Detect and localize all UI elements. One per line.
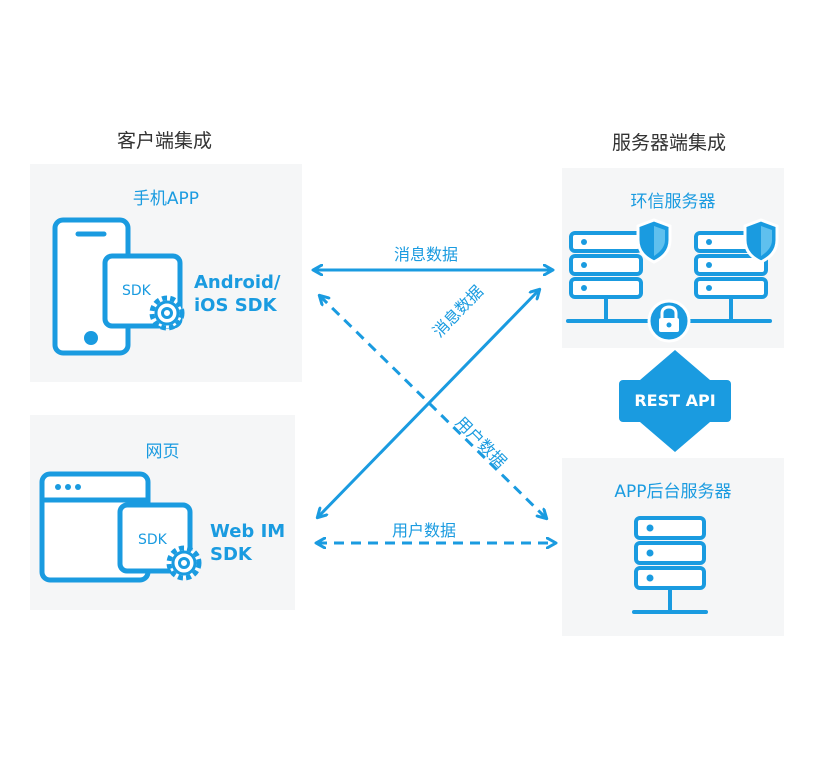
web-sdk-caption: Web IM SDK [210, 520, 285, 566]
message-data-label: 消息数据 [394, 245, 459, 264]
gear-icon [149, 295, 185, 331]
shield-icon [743, 218, 779, 264]
web-sdk-caption-line1: Web IM [210, 521, 286, 542]
mobile-sdk-caption: Android/ iOS SDK [194, 271, 281, 317]
server-integration-heading: 服务器端集成 [612, 132, 727, 154]
app-backend-server-title: APP后台服务器 [614, 482, 732, 502]
mobile-sdk-caption-line2: iOS SDK [194, 295, 277, 316]
server-rack-icon [632, 516, 708, 614]
mobile-sdk-caption-line1: Android/ [194, 272, 281, 293]
server-rack-icon [569, 231, 643, 320]
gear-icon [166, 545, 202, 581]
web-page-title: 网页 [145, 442, 180, 462]
huanxin-server-title: 环信服务器 [630, 192, 716, 212]
mobile-sdk-badge: SDK [122, 283, 152, 299]
user-data-label: 用户数据 [392, 521, 457, 540]
server-rack-icon [694, 231, 768, 320]
web-sdk-badge: SDK [138, 532, 168, 548]
lock-icon [647, 299, 691, 343]
user-data-diagonal-connector [320, 296, 546, 518]
client-integration-heading: 客户端集成 [117, 130, 213, 152]
web-sdk-caption-line2: SDK [210, 544, 252, 565]
mobile-app-title: 手机APP [132, 189, 200, 209]
shield-icon [636, 218, 672, 264]
rest-api-box [619, 380, 731, 422]
rest-api-label: REST API [634, 391, 716, 410]
